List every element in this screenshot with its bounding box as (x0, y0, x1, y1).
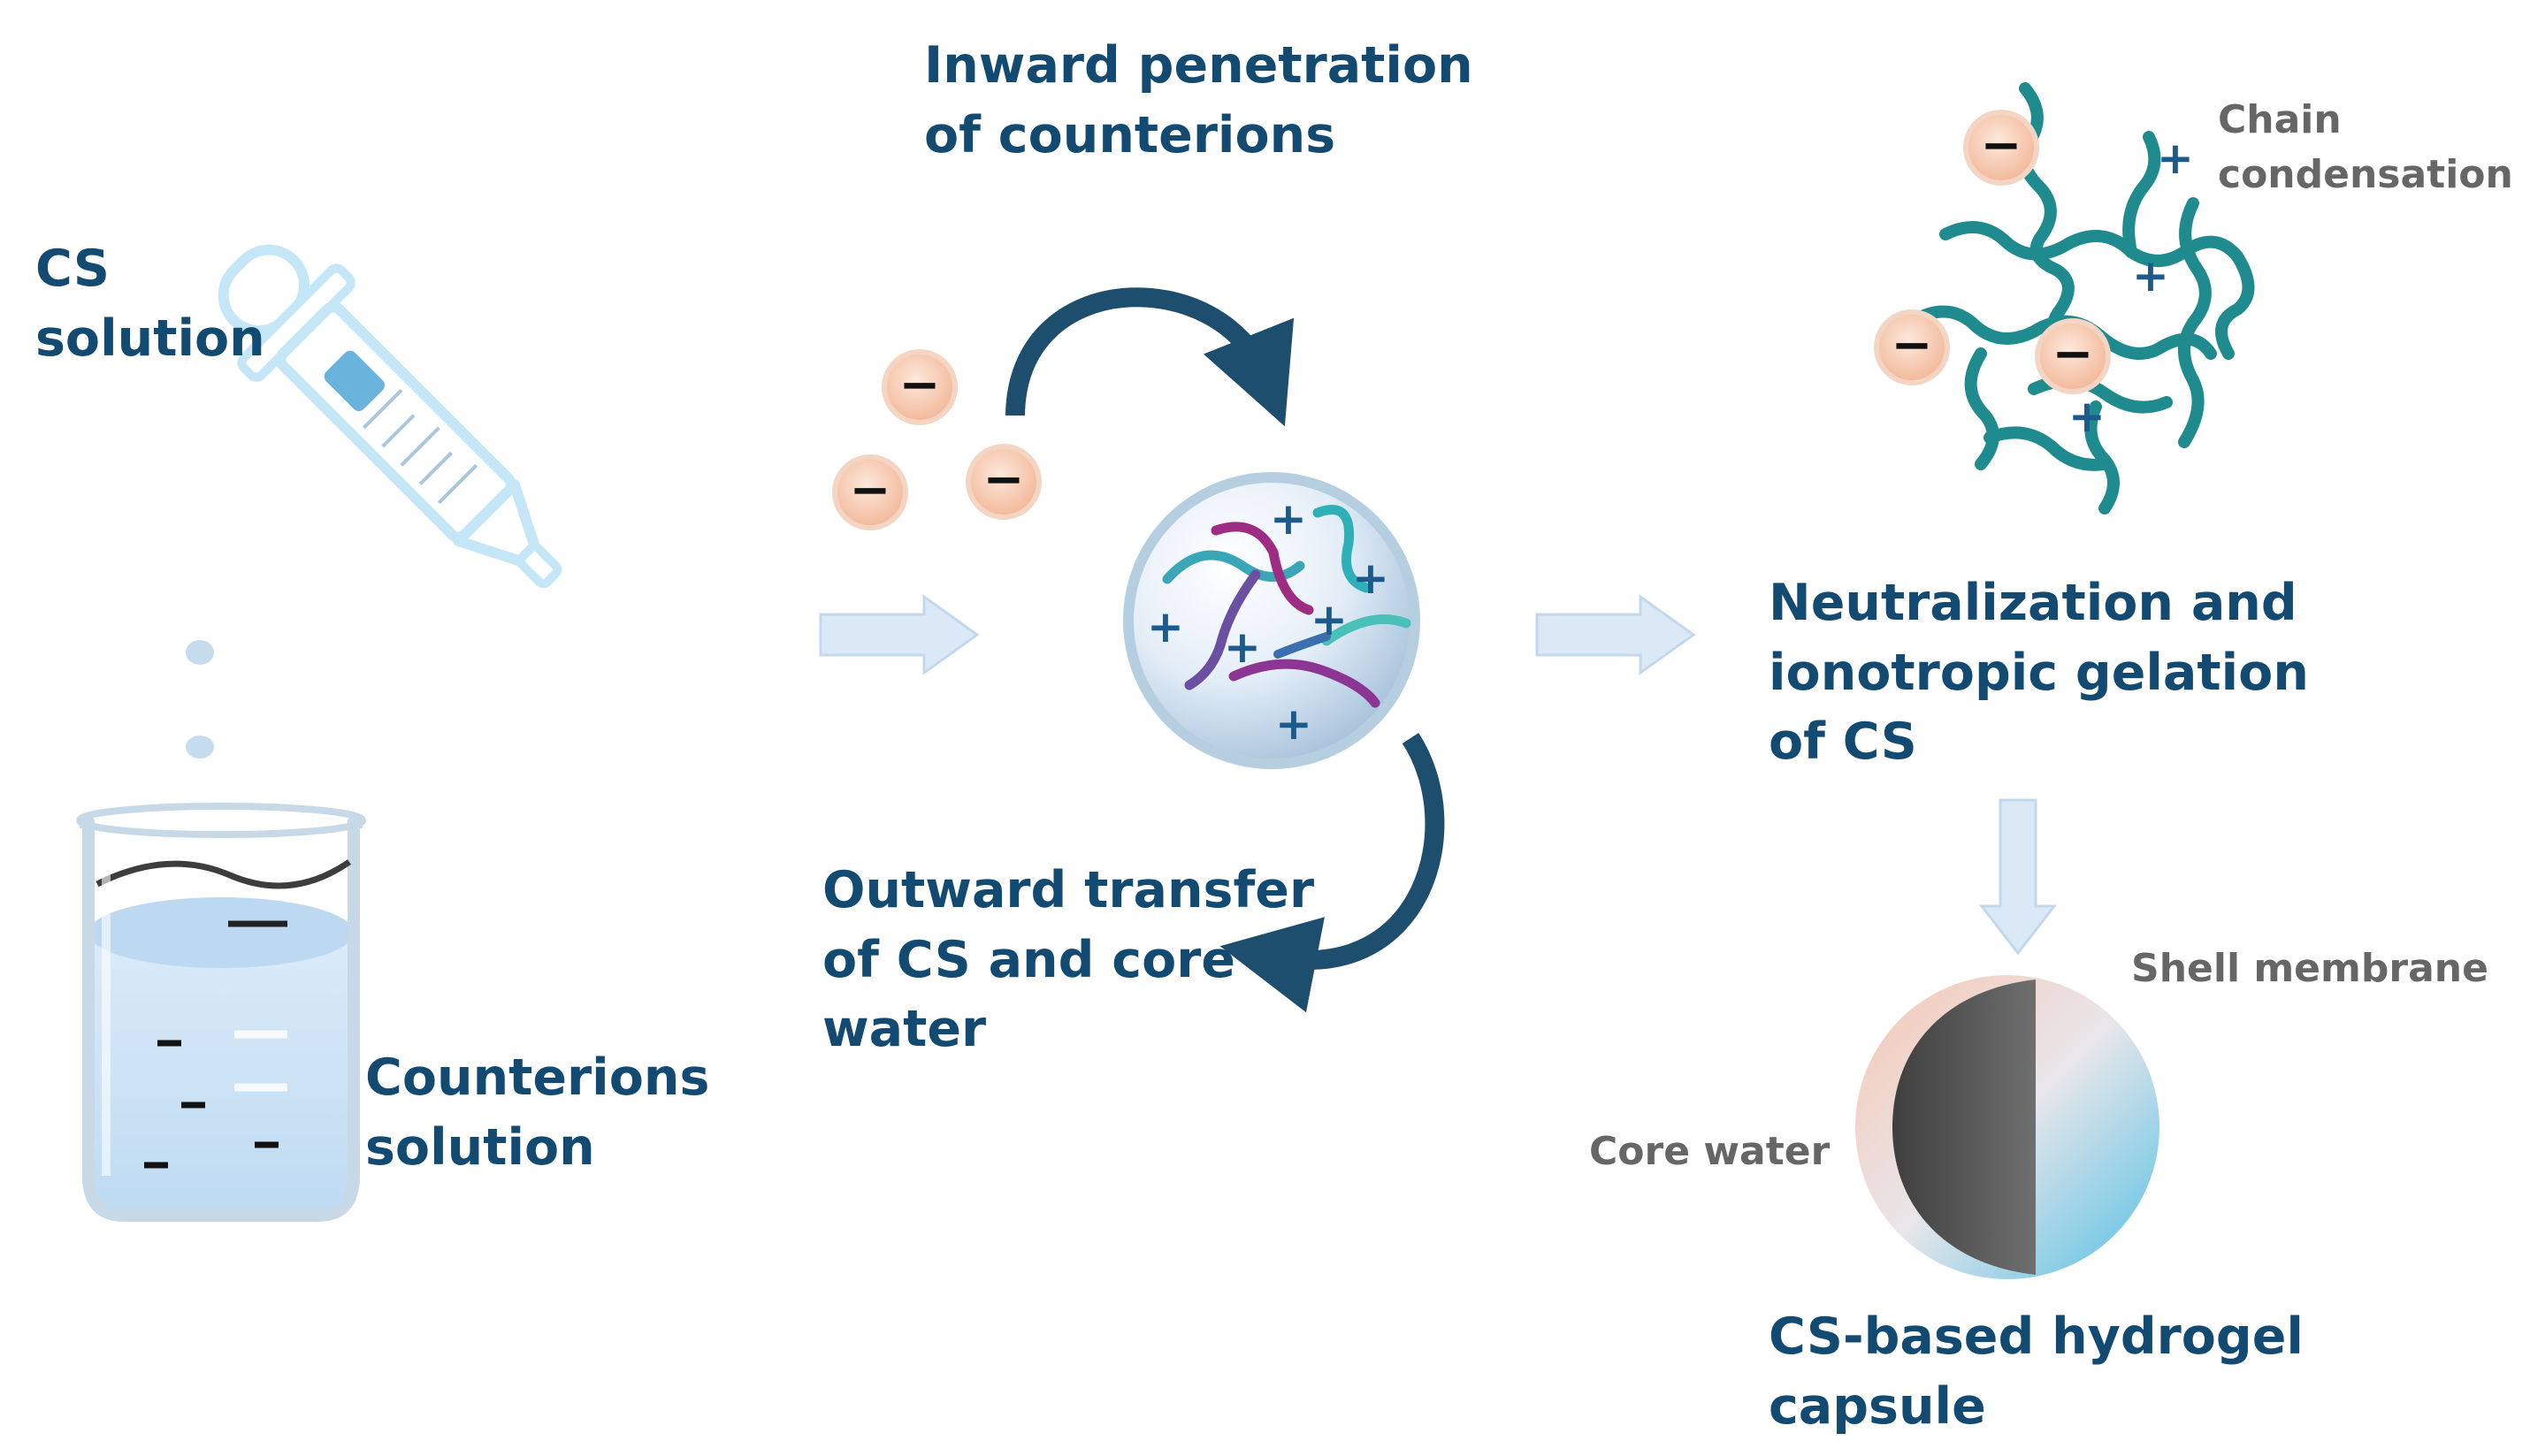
neutralization-label: Neutralization and ionotropic gelation o… (1769, 568, 2309, 777)
counterions-solution-label: Counterions solution (365, 1043, 709, 1182)
core-water-label: Core water (1589, 1124, 1830, 1179)
plus-sign: + (1147, 601, 1184, 652)
counterion-icon: − (966, 444, 1042, 520)
capsule-line-2: capsule (1769, 1376, 1986, 1436)
counterion-icon: − (1963, 110, 2039, 186)
minus-sign: − (983, 451, 1025, 508)
minus-sign: − (2052, 325, 2094, 383)
plus-sign: + (1224, 621, 1261, 673)
chain-condensation-line-2: condensation (2218, 151, 2513, 197)
droplet-icon (186, 736, 214, 758)
counterion-icon: − (2035, 318, 2111, 394)
neutralization-line-1: Neutralization and (1769, 574, 2297, 632)
inward-penetration-label: Inward penetration of counterions (924, 31, 1473, 170)
inward-line-2: of counterions (924, 105, 1336, 164)
cs-solution-line-1: CS (35, 240, 110, 298)
outward-line-3: water (822, 1000, 987, 1059)
shell-membrane-text: Shell membrane (2131, 946, 2488, 991)
cs-solution-line-2: solution (35, 309, 265, 368)
droplet-icon (186, 640, 214, 665)
capsule-label: CS-based hydrogel capsule (1769, 1302, 2304, 1441)
polymer-network-icon (1904, 82, 2255, 515)
plus-sign: + (2132, 250, 2169, 301)
neutralization-line-2: ionotropic gelation (1769, 643, 2309, 702)
minus-sign: − (1892, 316, 1933, 374)
counterions-solution-line-1: Counterions (365, 1048, 710, 1107)
pipette-icon (218, 244, 562, 589)
plus-sign: + (2157, 133, 2194, 184)
plus-sign: + (2068, 391, 2106, 442)
neutralization-line-3: of CS (1769, 713, 1917, 772)
core-water-text: Core water (1589, 1129, 1831, 1174)
inward-line-1: Inward penetration (924, 36, 1473, 95)
chain-condensation-line-1: Chain (2218, 97, 2342, 142)
curved-arrow-icon (1219, 733, 1445, 1013)
outward-transfer-label: Outward transfer of CS and core water (822, 856, 1314, 1064)
minus-sign: − (899, 356, 941, 414)
cs-droplet (1123, 472, 1420, 769)
flow-arrow-icon (1978, 798, 2058, 956)
plus-sign: + (1311, 594, 1348, 645)
curved-arrow-icon (1005, 287, 1294, 427)
outward-line-1: Outward transfer (822, 861, 1315, 919)
plus-sign: + (1270, 493, 1307, 545)
counterion-icon: − (832, 454, 908, 530)
cs-solution-label: CS solution (35, 234, 265, 373)
beaker-icon (76, 803, 366, 1222)
capsule-line-1: CS-based hydrogel (1769, 1307, 2304, 1366)
outward-line-2: of CS and core (822, 930, 1235, 989)
shell-membrane-label: Shell membrane (2131, 941, 2488, 996)
minus-sign: − (850, 461, 891, 519)
counterion-icon: − (1874, 309, 1950, 385)
plus-sign: + (1352, 553, 1389, 604)
flow-arrow-icon (1535, 594, 1696, 675)
counterion-icon: − (882, 349, 958, 425)
chain-condensation-label: Chain condensation (2218, 93, 2513, 202)
flow-arrow-icon (819, 594, 980, 675)
plus-sign: + (1275, 698, 1312, 750)
capsule-icon (1855, 975, 2159, 1279)
counterions-solution-line-2: solution (365, 1117, 595, 1177)
minus-sign: − (1981, 117, 2022, 174)
